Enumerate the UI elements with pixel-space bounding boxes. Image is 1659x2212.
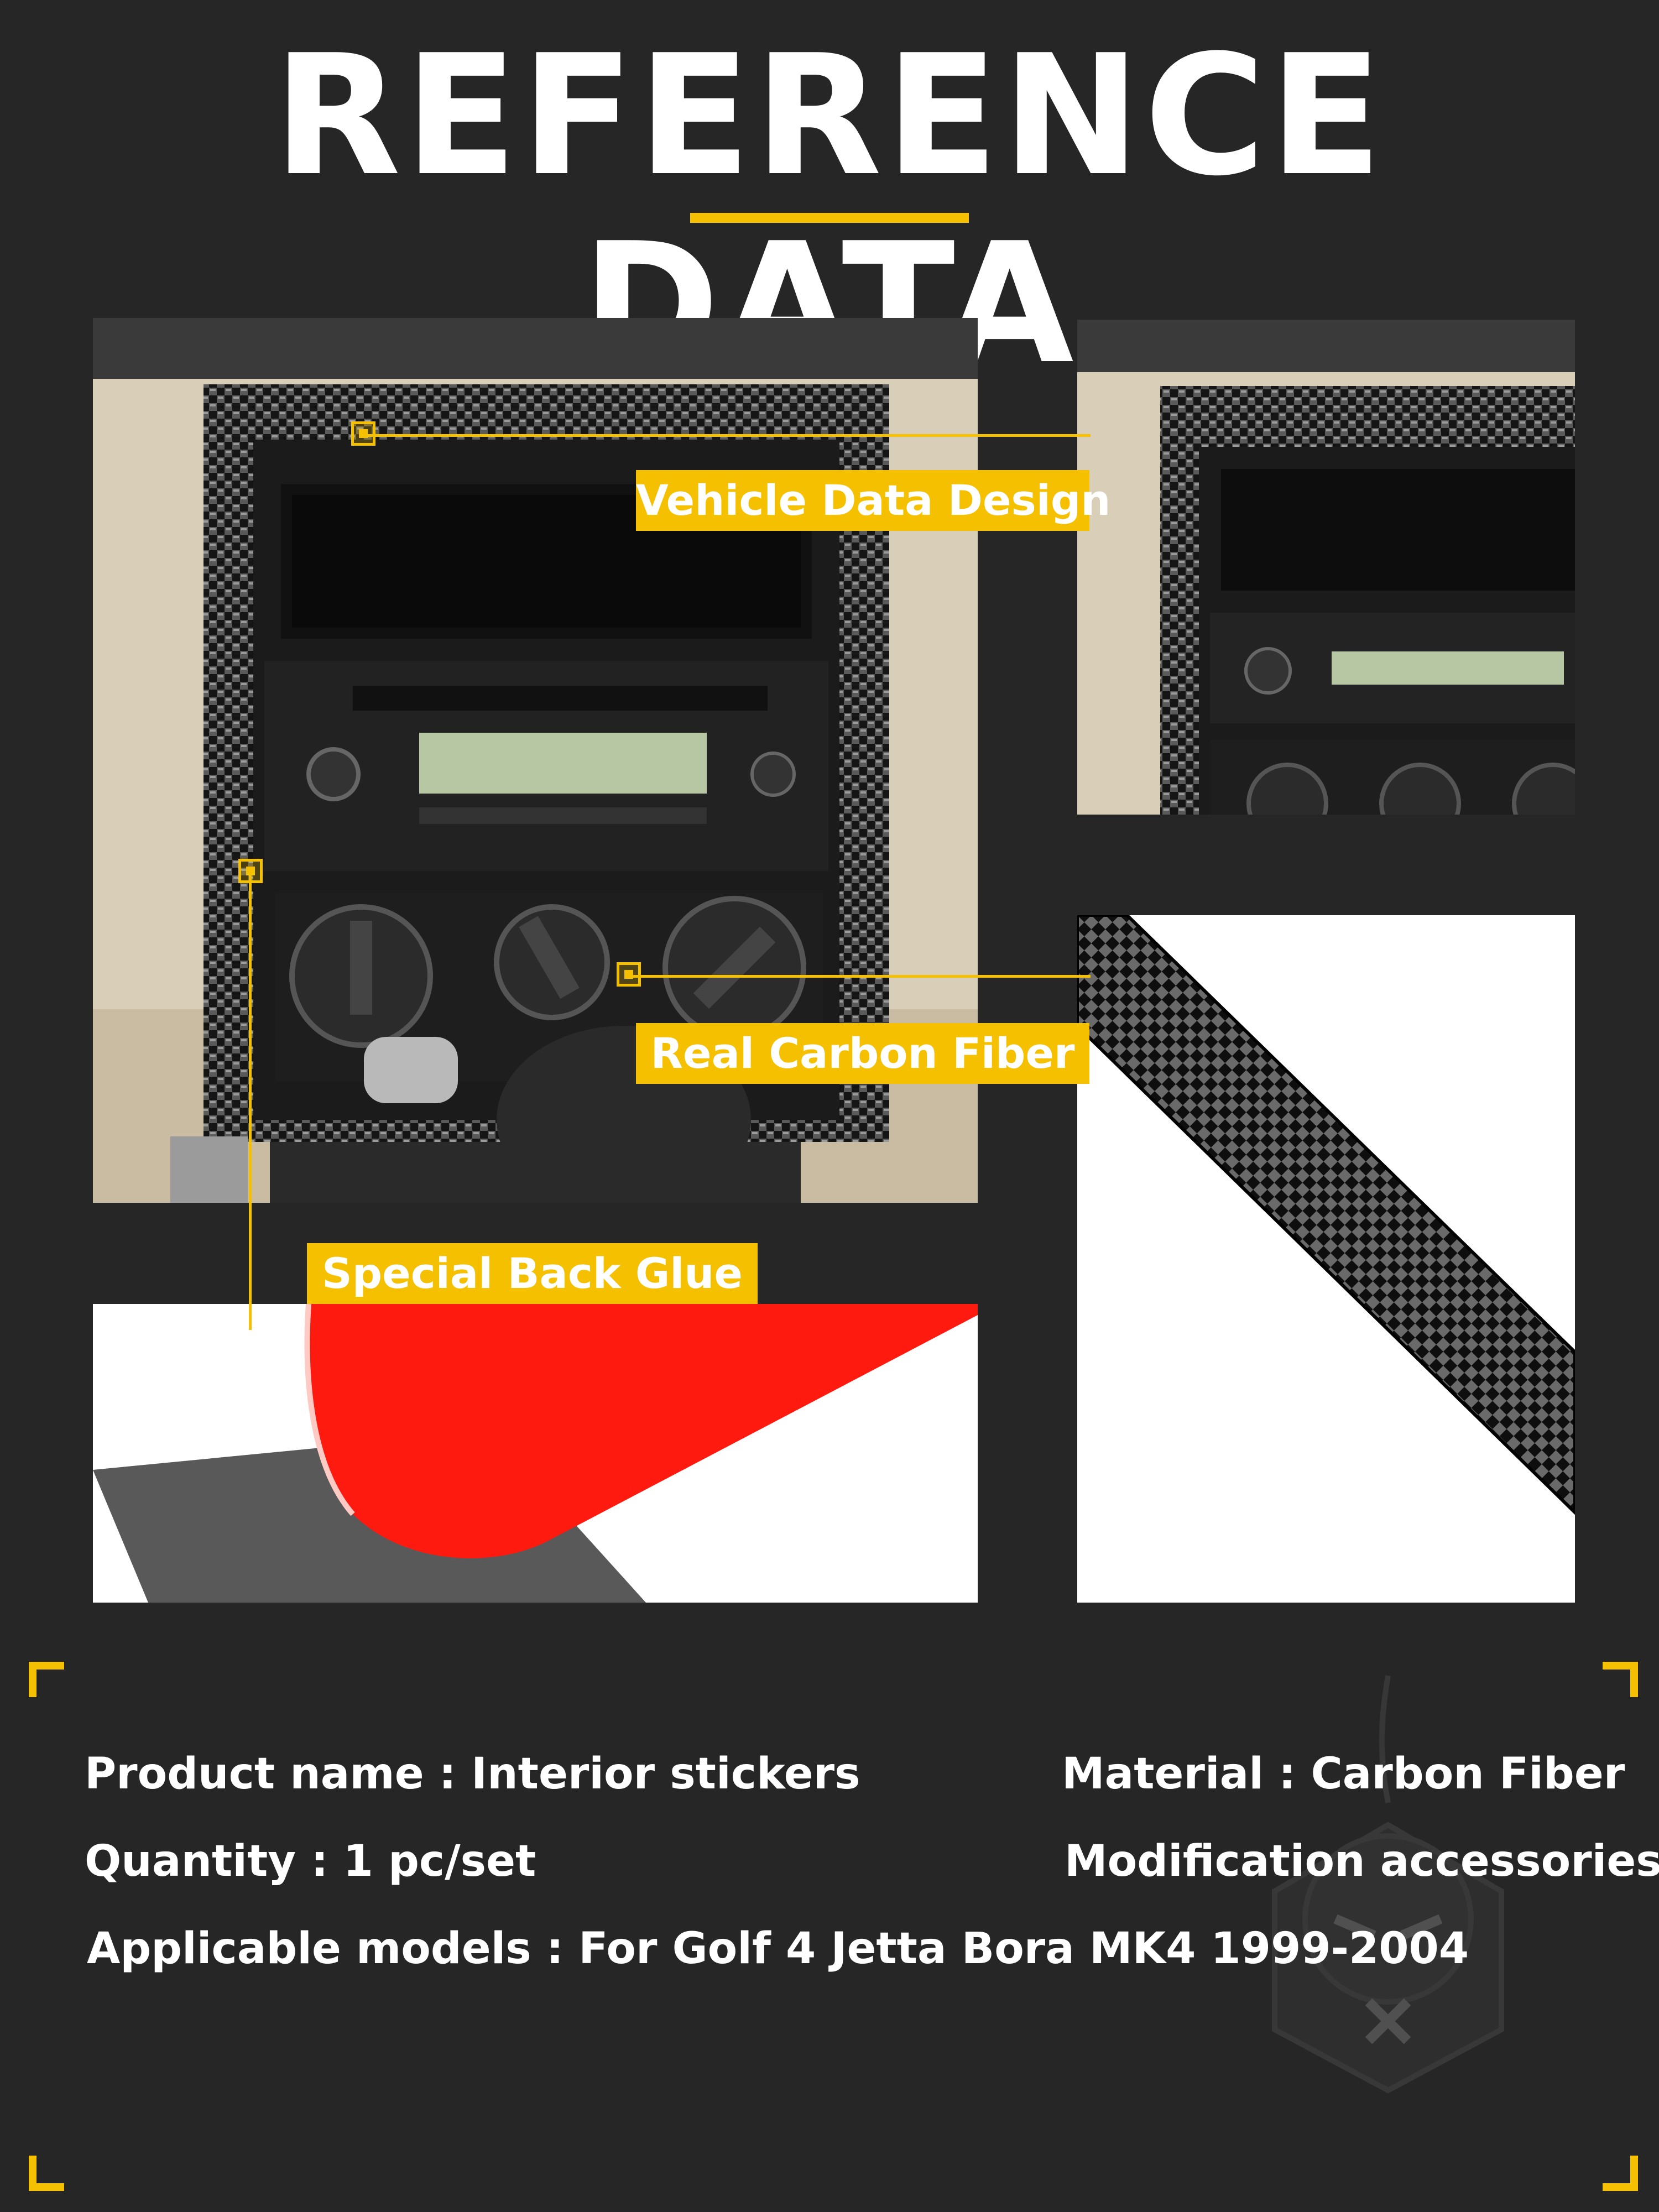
callout-marker-1 bbox=[351, 421, 375, 446]
page-title: REFERENCE DATA bbox=[273, 19, 1386, 400]
callout-line-2 bbox=[629, 975, 1091, 978]
back-glue-photo bbox=[93, 1304, 978, 1603]
callout-special-back-glue: Special Back Glue bbox=[307, 1243, 758, 1304]
callout-marker-3 bbox=[238, 859, 263, 883]
spec-modification: Modification accessories bbox=[1065, 1837, 1659, 1886]
callout-line-1 bbox=[363, 434, 1091, 437]
frame-corner-bottom-right bbox=[1603, 2156, 1638, 2191]
frame-corner-top-left bbox=[29, 1662, 64, 1697]
callout-line-3 bbox=[249, 871, 252, 1330]
back-glue-illustration bbox=[93, 1304, 978, 1603]
spec-material: Material : Carbon Fiber bbox=[1062, 1749, 1625, 1799]
spec-product-name: Product name : Interior stickers bbox=[85, 1749, 860, 1799]
spec-quantity: Quantity : 1 pc/set bbox=[85, 1837, 536, 1886]
title-underline bbox=[690, 213, 969, 223]
frame-corner-bottom-left bbox=[29, 2156, 64, 2191]
callout-marker-2 bbox=[617, 962, 641, 987]
frame-corner-top-right bbox=[1603, 1662, 1638, 1697]
watermark-logo bbox=[1272, 1675, 1504, 2094]
carbon-strip-illustration bbox=[1077, 915, 1575, 1603]
carbon-strip-photo bbox=[1077, 915, 1575, 1603]
callout-vehicle-data-design: Vehicle Data Design bbox=[636, 470, 1110, 531]
console-detail-photo bbox=[1077, 320, 1575, 815]
console-detail-illustration bbox=[1077, 320, 1575, 815]
console-illustration bbox=[93, 318, 978, 1203]
callout-real-carbon-fiber: Real Carbon Fiber bbox=[636, 1023, 1089, 1084]
spec-applicable-models: Applicable models : For Golf 4 Jetta Bor… bbox=[87, 1924, 1469, 1974]
console-photo bbox=[93, 318, 978, 1203]
